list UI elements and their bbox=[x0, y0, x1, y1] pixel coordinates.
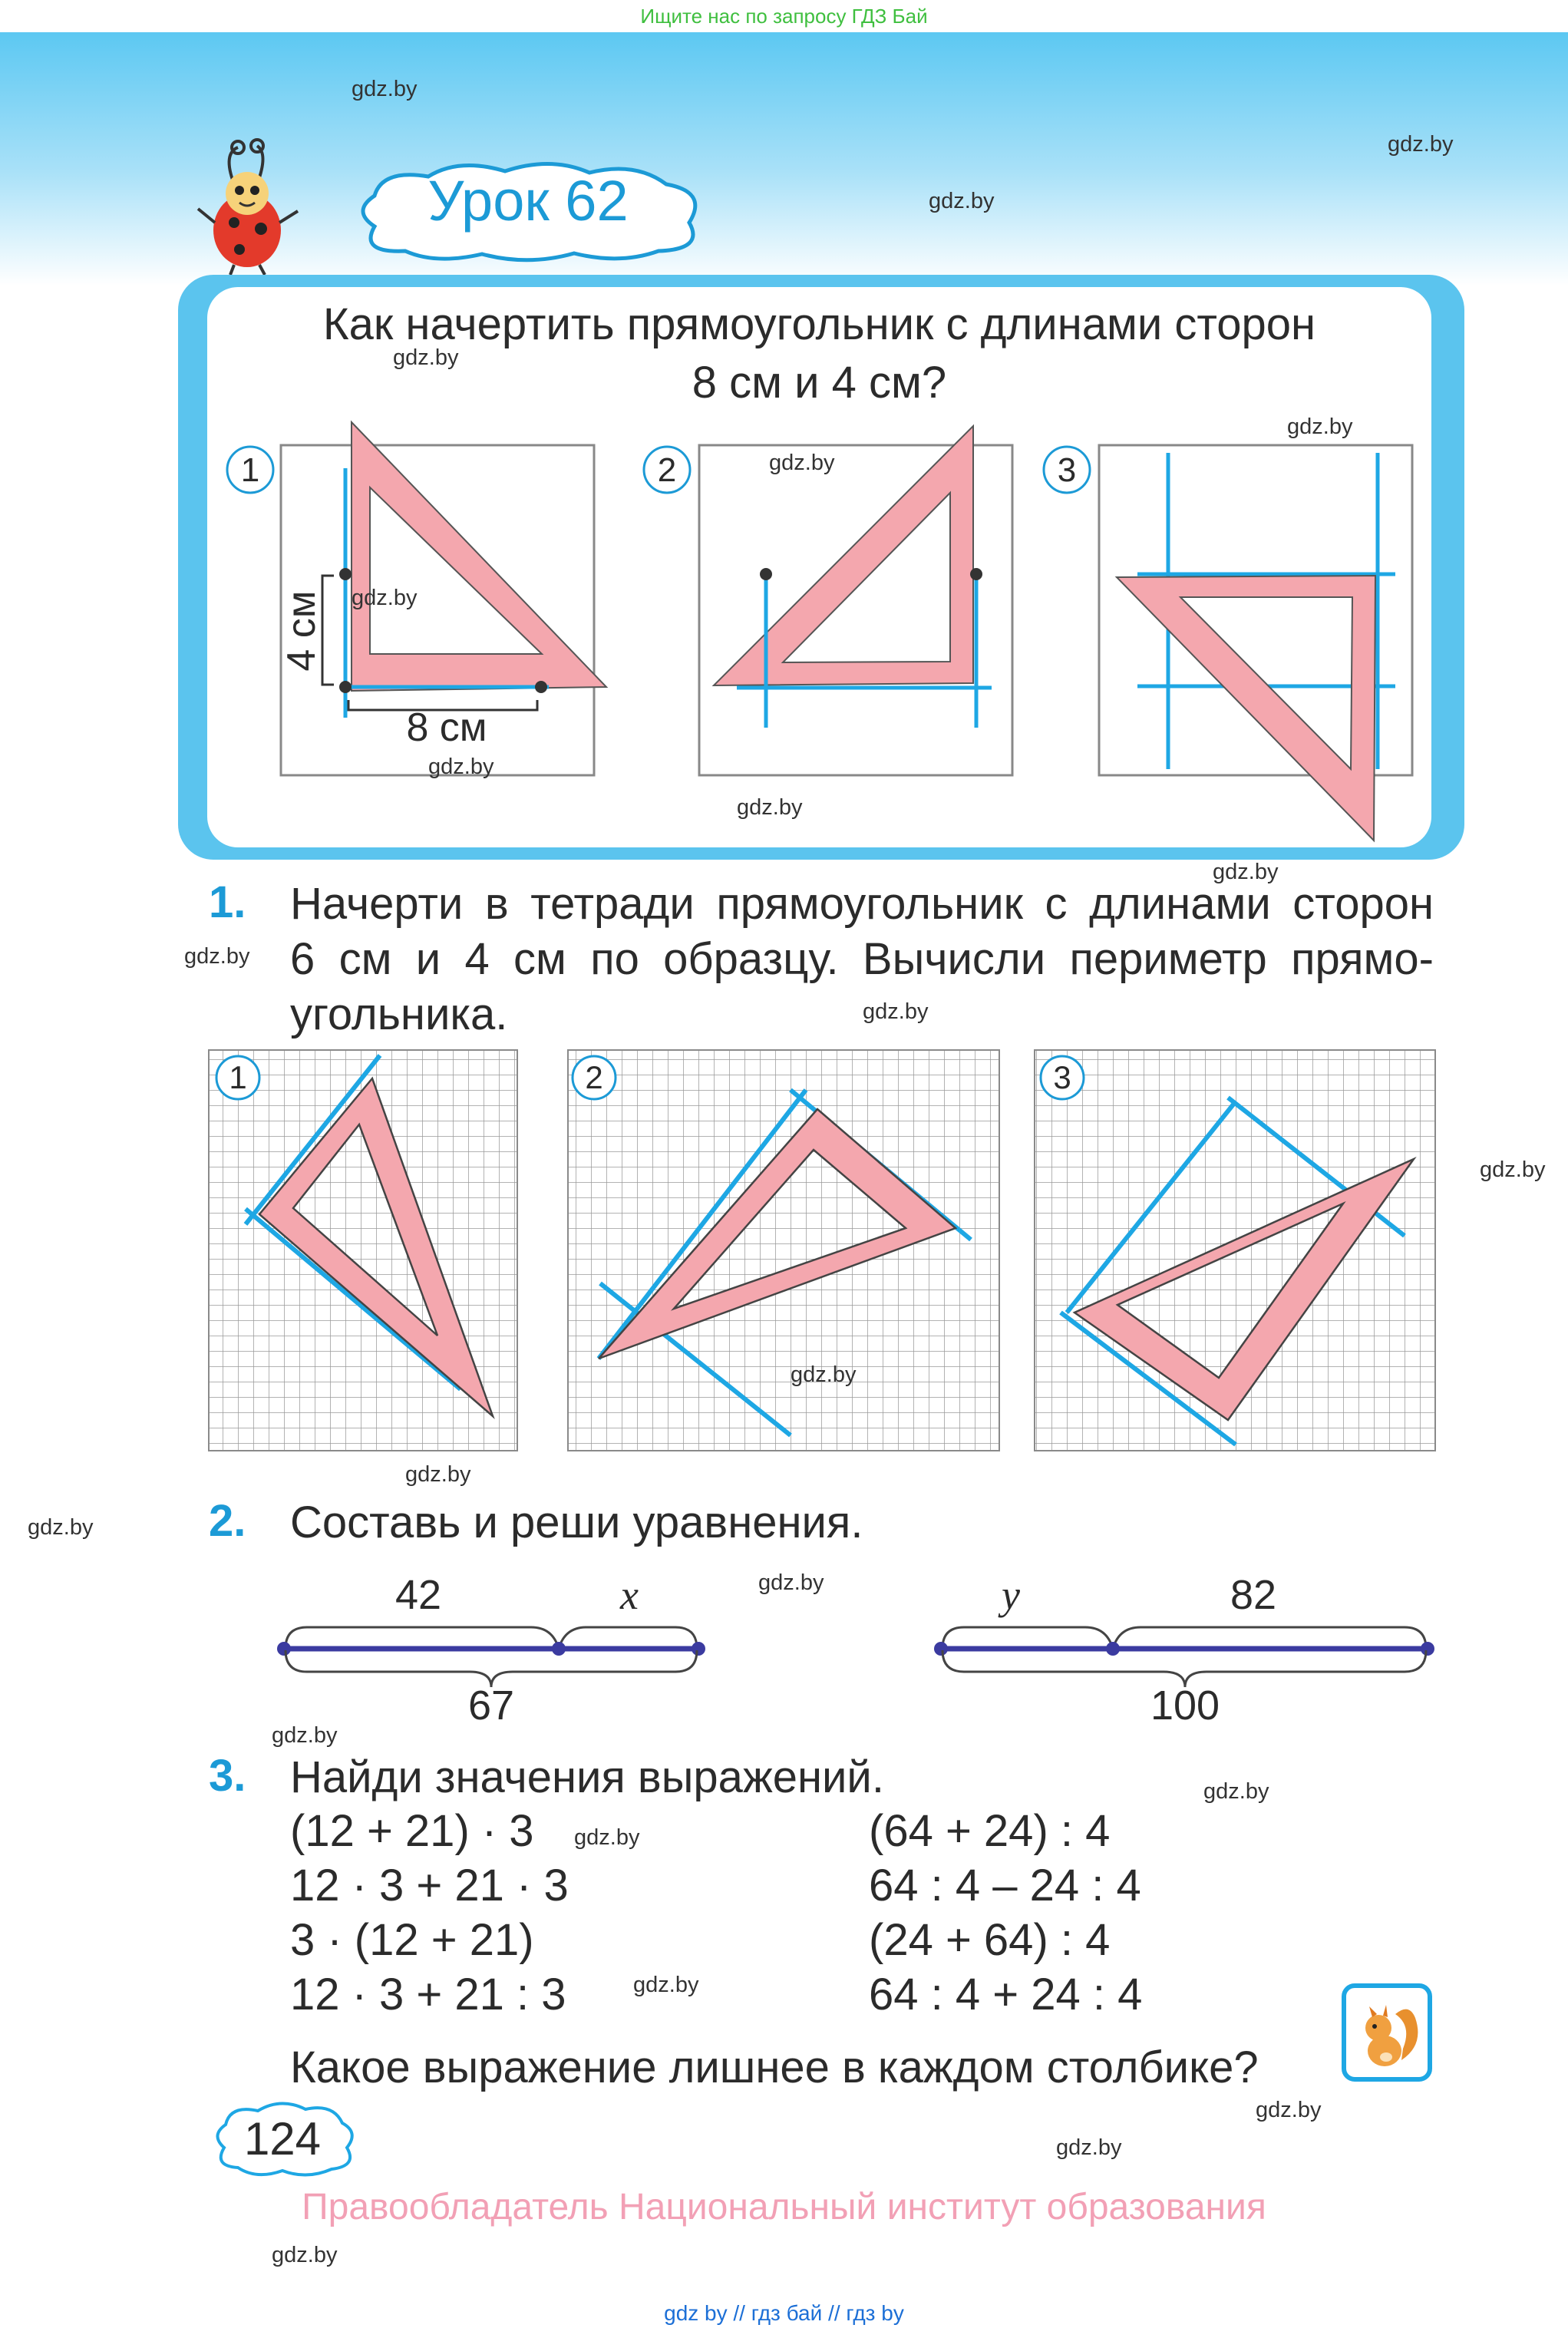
task-1-grids: 1 2 gdz.by 3 bbox=[208, 1049, 1436, 1451]
scheme-total: 100 bbox=[1150, 1683, 1220, 1729]
question-line: 8 см и 4 см? bbox=[692, 358, 947, 408]
task-2-text: Составь и реши уравнения. bbox=[290, 1498, 863, 1547]
scheme-part-b: 82 bbox=[1230, 1572, 1276, 1618]
task-1-line: угольника. bbox=[290, 989, 508, 1039]
task-3-number: 3. bbox=[209, 1751, 246, 1801]
watermark: gdz.by bbox=[737, 795, 803, 820]
lesson-title: Урок 62 bbox=[427, 169, 629, 233]
page-number-cloud bbox=[216, 2102, 354, 2177]
expression: (64 + 24) : 4 bbox=[869, 1806, 1111, 1856]
watermark: gdz.by bbox=[28, 1515, 94, 1540]
step-number: 2 bbox=[585, 1059, 602, 1095]
page-number: 124 bbox=[243, 2113, 322, 2165]
watermark: gdz.by bbox=[1480, 1157, 1546, 1182]
watermark: gdz.by bbox=[769, 451, 835, 475]
scheme-part-b: x bbox=[619, 1572, 639, 1618]
bottom-links[interactable]: gdz by // гдз бай // гдз by bbox=[664, 2301, 904, 2325]
lesson-cloud bbox=[361, 161, 698, 263]
watermark: gdz.by bbox=[633, 1973, 699, 1997]
squirrel-icon bbox=[1342, 1983, 1432, 2082]
watermark: gdz.by bbox=[574, 1825, 640, 1850]
watermark: gdz.by bbox=[1388, 132, 1454, 157]
watermark: gdz.by bbox=[791, 1362, 857, 1387]
expression: (24 + 64) : 4 bbox=[869, 1915, 1111, 1965]
task-3-text: Найди значения выражений. bbox=[290, 1752, 884, 1802]
task-1-grid-3: 3 bbox=[1034, 1049, 1436, 1451]
scheme-part-a: y bbox=[998, 1572, 1020, 1618]
watermark: gdz.by bbox=[272, 1723, 338, 1748]
step-number: 3 bbox=[1053, 1059, 1071, 1095]
example-panel-inner bbox=[207, 287, 1431, 847]
watermark: gdz.by bbox=[428, 755, 494, 779]
ladybug-icon bbox=[196, 138, 299, 276]
example-diagrams: 1 4 см 8 см gdz.by gdz.by 2 gdz.by 3 bbox=[226, 420, 1414, 843]
watermark: gdz.by bbox=[272, 2243, 338, 2267]
watermark: gdz.by bbox=[393, 345, 459, 370]
task-1-number: 1. bbox=[209, 877, 246, 927]
question-line: Как начертить прямоугольник с длинами ст… bbox=[322, 299, 1316, 349]
watermark: gdz.by bbox=[1056, 2135, 1122, 2160]
expression: 3 · (12 + 21) bbox=[290, 1915, 534, 1965]
step-number: 1 bbox=[229, 1059, 246, 1095]
watermark: gdz.by bbox=[352, 586, 418, 610]
watermark: gdz.by bbox=[1287, 414, 1353, 439]
watermark: gdz.by bbox=[1256, 2098, 1322, 2122]
step-number: 1 bbox=[241, 451, 259, 489]
task-1-line: 6 см и 4 см по образцу. Вычисли периметр… bbox=[290, 934, 1434, 984]
copyright-notice: Правообладатель Национальный институт об… bbox=[302, 2187, 1266, 2227]
step-number: 3 bbox=[1058, 451, 1076, 489]
task-1-grid-1: 1 bbox=[208, 1049, 518, 1451]
watermark: gdz.by bbox=[758, 1570, 824, 1595]
task-3-question: Какое выражение лишнее в каждом столбике… bbox=[290, 2042, 1259, 2092]
step-number: 2 bbox=[658, 451, 676, 489]
top-search-link[interactable]: Ищите нас по запросу ГДЗ Бай bbox=[640, 5, 928, 28]
expression: 64 : 4 – 24 : 4 bbox=[869, 1861, 1141, 1910]
example-question: Как начертить прямоугольник с длинами ст… bbox=[207, 296, 1431, 412]
task-1-line: Начерти в тетради прямоугольник с длинам… bbox=[290, 879, 1434, 929]
expression: 12 · 3 + 21 · 3 bbox=[290, 1861, 569, 1910]
example-step-2: 2 gdz.by bbox=[642, 424, 1014, 777]
equation-scheme-2: y 82 100 bbox=[934, 1572, 1434, 1729]
task-2-number: 2. bbox=[209, 1496, 246, 1546]
watermark: gdz.by bbox=[352, 77, 418, 101]
expression: (12 + 21) · 3 bbox=[290, 1806, 534, 1856]
example-step-1: 1 4 см 8 см gdz.by gdz.by bbox=[226, 420, 609, 779]
watermark: gdz.by bbox=[405, 1462, 471, 1487]
scheme-part-a: 42 bbox=[395, 1572, 441, 1618]
task-1-grid-2: 2 gdz.by bbox=[567, 1049, 1000, 1451]
expression: 64 : 4 + 24 : 4 bbox=[869, 1970, 1143, 2019]
scheme-total: 67 bbox=[468, 1683, 514, 1729]
side-label-horizontal: 8 см bbox=[406, 705, 487, 750]
watermark: gdz.by bbox=[184, 944, 250, 969]
example-step-3: 3 bbox=[1042, 444, 1414, 843]
watermark: gdz.by bbox=[1203, 1779, 1269, 1804]
side-label-vertical: 4 см bbox=[279, 590, 324, 671]
watermark: gdz.by bbox=[863, 999, 929, 1024]
equation-scheme-1: 42 x 67 bbox=[277, 1572, 705, 1729]
expression: 12 · 3 + 21 : 3 bbox=[290, 1970, 566, 2019]
task-2-schemes: 42 x 67 y 82 100 bbox=[277, 1572, 1434, 1729]
watermark: gdz.by bbox=[1213, 860, 1279, 884]
watermark: gdz.by bbox=[929, 189, 995, 213]
